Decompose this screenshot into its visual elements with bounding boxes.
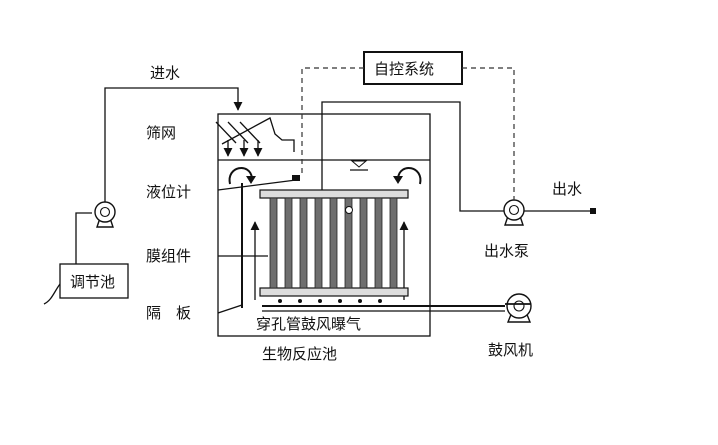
level-gauge-leader	[217, 179, 297, 191]
blower-icon	[505, 293, 532, 323]
inlet-label: 进水	[150, 64, 180, 82]
circulation-arrow-icon	[393, 167, 422, 185]
tank-to-pump-pipe	[75, 212, 92, 264]
water-level-mark	[350, 160, 368, 171]
level-gauge-label: 液位计	[146, 183, 191, 201]
outlet-pump-label: 出水泵	[484, 242, 529, 260]
aeration-pipe	[262, 299, 505, 312]
permeate-pipe	[321, 101, 505, 212]
inlet-pipe	[104, 87, 243, 204]
control-signal-lines	[301, 67, 515, 200]
lift-pump-icon	[94, 201, 116, 228]
blower-label: 鼓风机	[488, 341, 533, 359]
baffle-leader	[217, 304, 243, 314]
screen-outflow-arrows	[223, 140, 263, 157]
level-gauge-icon	[292, 175, 300, 181]
equalization-tank	[43, 263, 129, 305]
circulation-arrow-icon	[228, 167, 256, 185]
outlet-pump-icon	[503, 199, 525, 226]
control-system-box	[363, 51, 463, 85]
aeration-label: 穿孔管鼓风曝气	[256, 315, 361, 333]
membrane-module-label: 膜组件	[146, 247, 191, 265]
outlet-label: 出水	[552, 180, 582, 198]
screen	[215, 117, 295, 152]
bioreactor-label: 生物反应池	[262, 345, 337, 363]
screen-label: 筛网	[146, 124, 176, 142]
membrane-module	[259, 189, 409, 297]
outlet-end-icon	[590, 208, 596, 214]
equalization-tank-label: 调节池	[70, 273, 115, 291]
control-system-label: 自控系统	[374, 60, 434, 78]
baffle-label: 隔 板	[146, 304, 191, 322]
bioreactor-tank	[217, 113, 431, 337]
